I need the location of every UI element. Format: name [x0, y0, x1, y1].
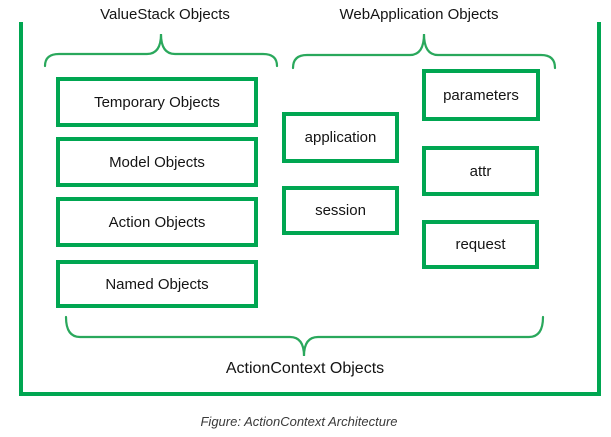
- box-model-objects: Model Objects: [56, 137, 258, 187]
- box-application: application: [282, 112, 399, 163]
- box-session: session: [282, 186, 399, 235]
- box-named-objects: Named Objects: [56, 260, 258, 308]
- actioncontext-container-border: [19, 22, 601, 396]
- box-request: request: [422, 220, 539, 269]
- box-temporary-objects: Temporary Objects: [56, 77, 258, 127]
- box-action-objects: Action Objects: [56, 197, 258, 247]
- figure-caption: Figure: ActionContext Architecture: [200, 414, 398, 429]
- valuestack-group-label: ValueStack Objects: [100, 6, 230, 23]
- actioncontext-group-label: ActionContext Objects: [225, 360, 385, 377]
- box-parameters: parameters: [422, 69, 540, 121]
- box-attr: attr: [422, 146, 539, 196]
- webapplication-group-label: WebApplication Objects: [339, 6, 499, 23]
